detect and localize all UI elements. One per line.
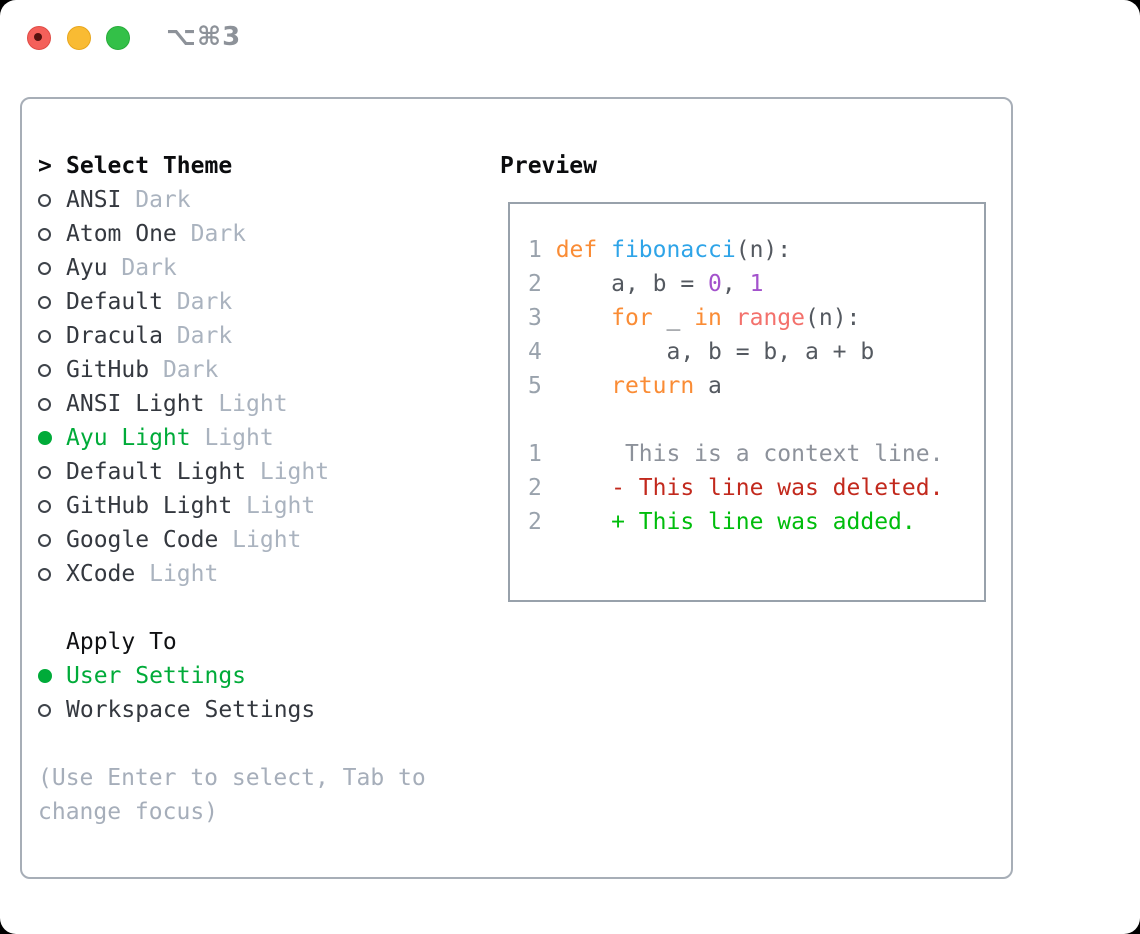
option-name: GitHub: [66, 357, 150, 383]
preview-box: 1 def fibonacci(n): 2 a, b = 0, 1 3 for …: [508, 202, 986, 602]
theme-option-ayu-light[interactable]: Ayu Light Light: [38, 421, 426, 455]
radio-icon: [38, 465, 51, 479]
option-variant: Light: [232, 527, 302, 553]
preview-line-7: 1 This is a context line.: [528, 441, 944, 467]
theme-option-dracula[interactable]: Dracula Dark: [38, 319, 426, 353]
option-name: Ayu: [66, 255, 108, 281]
option-name: Default: [66, 289, 163, 315]
theme-option-atom-one[interactable]: Atom One Dark: [38, 217, 426, 251]
close-button[interactable]: [27, 26, 51, 50]
option-variant: Dark: [190, 221, 247, 247]
option-variant: Light: [149, 561, 219, 587]
theme-option-xcode[interactable]: XCode Light: [38, 557, 426, 591]
theme-option-ansi-light[interactable]: ANSI Light Light: [38, 387, 426, 421]
radio-icon: [38, 567, 51, 581]
radio-icon: [38, 295, 51, 309]
apply-option-workspace-settings[interactable]: Workspace Settings: [38, 693, 426, 727]
theme-option-default-light[interactable]: Default Light Light: [38, 455, 426, 489]
apply-to-header: Apply To: [38, 625, 426, 659]
prompt-icon: >: [38, 153, 52, 179]
select-theme-title: Select Theme: [66, 153, 233, 179]
hint-line-2: change focus): [38, 799, 219, 825]
radio-icon: [38, 261, 51, 275]
preview-line-4: 4 a, b = b, a + b: [528, 339, 875, 365]
option-variant: Dark: [135, 187, 191, 213]
radio-selected-icon: [38, 431, 52, 445]
option-variant: Dark: [121, 255, 177, 281]
radio-icon: [38, 397, 51, 411]
preview-line-9: 2 + This line was added.: [528, 509, 916, 535]
option-name: XCode: [66, 561, 136, 587]
preview-title: Preview: [500, 153, 597, 179]
radio-icon: [38, 193, 51, 207]
option-name: ANSI: [66, 187, 122, 213]
apply-to-list: User Settings Workspace Settings: [38, 659, 426, 727]
code-preview: 1 def fibonacci(n): 2 a, b = 0, 1 3 for …: [528, 233, 943, 539]
option-variant: Light: [259, 459, 330, 485]
hint-line-1: (Use Enter to select, Tab to: [38, 765, 426, 791]
radio-icon: [38, 499, 51, 513]
option-variant: Light: [246, 493, 316, 519]
option-name: Dracula: [66, 323, 163, 349]
theme-option-ayu[interactable]: Ayu Dark: [38, 251, 426, 285]
option-variant: Light: [204, 425, 274, 451]
select-theme-header: > Select Theme: [38, 149, 426, 183]
option-name: GitHub Light: [66, 493, 233, 519]
radio-selected-icon: [38, 669, 52, 683]
left-column: > Select Theme ANSI Dark Atom One Dark A…: [38, 149, 426, 829]
theme-option-ansi[interactable]: ANSI Dark: [38, 183, 426, 217]
theme-option-default[interactable]: Default Dark: [38, 285, 426, 319]
preview-line-5: 5 return a: [528, 373, 722, 399]
window-shortcut-label: ⌥⌘3: [166, 22, 242, 52]
radio-icon: [38, 703, 51, 717]
minimize-button[interactable]: [67, 26, 91, 50]
option-variant: Dark: [162, 357, 219, 383]
preview-line-2: 2 a, b = 0, 1: [528, 271, 764, 297]
apply-to-title: Apply To: [66, 629, 177, 655]
option-name: User Settings: [66, 663, 247, 689]
radio-icon: [38, 329, 51, 343]
option-name: ANSI Light: [66, 391, 205, 417]
close-button-dot-icon: [34, 33, 42, 41]
option-name: Default Light: [66, 459, 247, 485]
preview-line-8: 2 - This line was deleted.: [528, 475, 944, 501]
theme-option-github-light[interactable]: GitHub Light Light: [38, 489, 426, 523]
option-name: Workspace Settings: [66, 697, 316, 723]
option-name: Google Code: [66, 527, 219, 553]
preview-line-1: 1 def fibonacci(n):: [528, 237, 792, 263]
theme-option-google-code[interactable]: Google Code Light: [38, 523, 426, 557]
theme-list: ANSI Dark Atom One Dark Ayu Dark Default…: [38, 183, 426, 591]
option-name: Atom One: [66, 221, 177, 247]
radio-icon: [38, 227, 51, 241]
spacer-row: [38, 591, 426, 625]
option-variant: Dark: [176, 289, 233, 315]
option-variant: Dark: [176, 323, 233, 349]
zoom-button[interactable]: [106, 26, 130, 50]
radio-icon: [38, 363, 51, 377]
option-name: Ayu Light: [66, 425, 191, 451]
apply-option-user-settings[interactable]: User Settings: [38, 659, 426, 693]
radio-icon: [38, 533, 51, 547]
theme-picker-panel: > Select Theme ANSI Dark Atom One Dark A…: [20, 97, 1013, 879]
theme-option-github[interactable]: GitHub Dark: [38, 353, 426, 387]
spacer-row: [38, 727, 426, 761]
preview-line-3: 3 for _ in range(n):: [528, 305, 861, 331]
option-variant: Light: [218, 391, 288, 417]
